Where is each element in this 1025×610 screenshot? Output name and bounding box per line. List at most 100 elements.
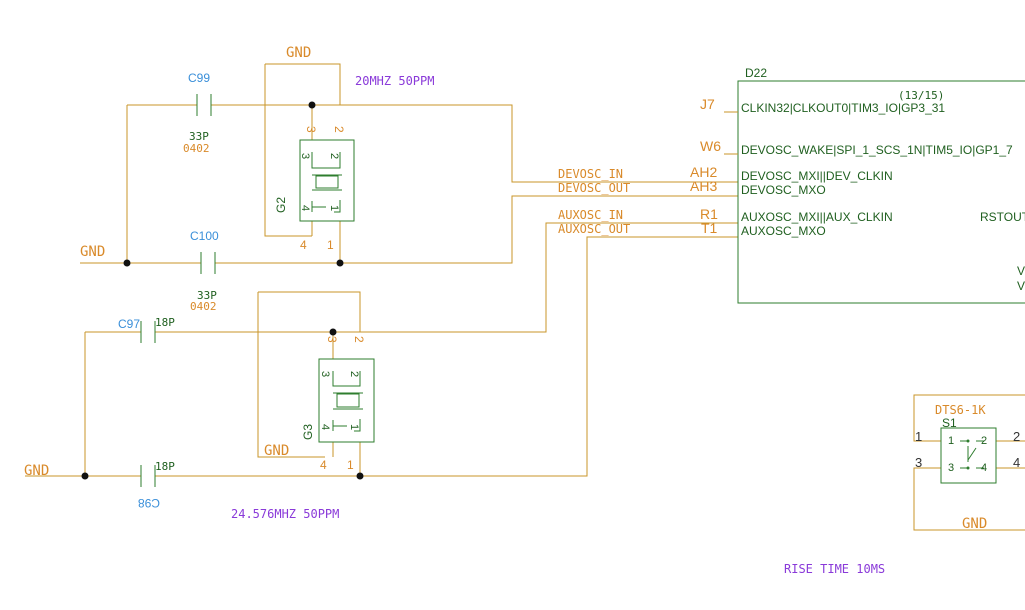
auxosc-circuit: C97 18P 18P C98 GND GND 24.576MHZ 50PPM … <box>24 208 738 521</box>
devosc-out-wire <box>80 195 738 264</box>
auxosc-out-wire <box>25 236 738 477</box>
switch-s1: DTS6-1K S1 1 2 3 4 1 2 3 4 GND <box>913 394 1025 532</box>
c97-capacitor <box>140 321 156 343</box>
ic-refdes: D22 <box>745 66 767 80</box>
g2-crystal <box>299 139 355 222</box>
switch-part-number: DTS6-1K <box>935 403 986 417</box>
g3-refdes: G3 <box>301 424 315 440</box>
g2-pin-1-inner: 1 <box>328 205 340 211</box>
net-label-auxosc-out: AUXOSC_OUT <box>558 222 630 236</box>
junction-dot <box>336 259 344 267</box>
ic-pin-name: CLKIN32|CLKOUT0|TIM3_IO|GP3_31 <box>741 101 945 115</box>
junction-dot <box>308 101 316 109</box>
junction-dot <box>123 259 131 267</box>
g3-pin-2-inner: 2 <box>348 371 360 377</box>
devosc-in-wire <box>127 104 738 183</box>
g2-pin-3-inner: 3 <box>299 153 311 159</box>
switch-right-wires <box>996 440 1025 469</box>
ic-pin-number: J7 <box>700 96 715 112</box>
g2-refdes: G2 <box>274 197 288 213</box>
g3-pin-3-outer: 3 <box>325 336 339 343</box>
g3-pin-2-outer: 2 <box>352 336 366 343</box>
switch-pin-3-inner: 3 <box>948 462 954 474</box>
net-label-devosc-out: DEVOSC_OUT <box>558 181 630 195</box>
ic-pin-number: AH2 <box>690 164 717 180</box>
switch-body <box>940 427 997 484</box>
g2-pin-2-inner: 2 <box>328 153 340 159</box>
ic-pin-name: DEVOSC_WAKE|SPI_1_SCS_1N|TIM5_IO|GP1_7 <box>741 143 1013 157</box>
switch-pin-1-inner: 1 <box>948 435 954 447</box>
g3-pin-4-outer: 4 <box>320 458 327 472</box>
switch-pin-4-inner: 4 <box>981 462 987 474</box>
switch-pin-1-outer: 1 <box>915 429 922 444</box>
ic-pin-name: DEVOSC_MXO <box>741 183 826 197</box>
junction-dot <box>356 472 364 480</box>
switch-pin-2-inner: 2 <box>981 435 987 447</box>
ic-pin-name-v: V <box>1017 264 1025 278</box>
ic-d22-body <box>737 80 1025 304</box>
gnd-label-bottom: GND <box>24 463 49 479</box>
ic-pin-name-v: V <box>1017 279 1025 293</box>
gnd-label-top: GND <box>80 244 105 260</box>
c97-value: 18P <box>155 316 175 329</box>
c100-value: 33P <box>197 289 217 302</box>
c99-value: 33P <box>189 130 209 143</box>
ic-pin-name: AUXOSC_MXI||AUX_CLKIN <box>741 210 893 224</box>
g2-pin-1-outer: 1 <box>327 238 334 252</box>
g2-pin-2-outer: 2 <box>332 126 346 133</box>
switch-pin-4-outer: 4 <box>1013 455 1020 470</box>
ic-pin-number: AH3 <box>690 178 717 194</box>
junction-dot <box>81 472 89 480</box>
g3-gnd-box <box>257 291 361 458</box>
ic-unit: (13/15) <box>898 89 944 102</box>
g2-gnd-label: GND <box>286 45 311 61</box>
c99-capacitor <box>196 94 212 116</box>
c100-refdes: C100 <box>190 229 219 243</box>
ic-pin-name: DEVOSC_MXI||DEV_CLKIN <box>741 169 893 183</box>
net-label-auxosc-in: AUXOSC_IN <box>558 208 623 222</box>
c100-package: 0402 <box>190 300 217 313</box>
ic-pin-name: AUXOSC_MXO <box>741 224 826 238</box>
g2-gnd-box-left <box>264 64 312 237</box>
ic-pin-number: R1 <box>700 206 718 222</box>
switch-pin-3-outer: 3 <box>915 455 922 470</box>
g2-pin-4-outer: 4 <box>300 238 307 252</box>
g2-gnd-box-top <box>265 63 341 105</box>
junction-dot <box>329 328 337 336</box>
ic-pin-name-rstout: RSTOUT <box>980 210 1025 224</box>
ic-d22: D22 (13/15) J7 CLKIN32|CLKOUT0|TIM3_IO|G… <box>690 66 1025 304</box>
net-label-devosc-in: DEVOSC_IN <box>558 167 623 181</box>
g2-pin-4-inner: 4 <box>299 205 311 211</box>
c99-package: 0402 <box>183 142 210 155</box>
c97-refdes: C97 <box>118 317 140 331</box>
switch-contact-symbol <box>960 440 984 469</box>
g2-frequency-note: 20MHZ 50PPM <box>355 74 434 88</box>
c99-refdes: C99 <box>188 71 210 85</box>
c98-capacitor <box>140 465 156 487</box>
switch-pin-2-outer: 2 <box>1013 429 1020 444</box>
g2-pin-3-outer: 3 <box>304 126 318 133</box>
g3-pin-1-inner: 1 <box>348 424 360 430</box>
g3-pin-4-inner: 4 <box>319 424 331 430</box>
g3-gnd-label: GND <box>264 443 289 459</box>
g3-pin-3-inner: 3 <box>319 371 331 377</box>
ic-pin-number: W6 <box>700 138 721 154</box>
c100-capacitor <box>200 252 216 274</box>
auxosc-in-wire <box>85 222 738 333</box>
g3-frequency-note: 24.576MHZ 50PPM <box>231 507 339 521</box>
g3-lead-wires <box>332 332 361 476</box>
switch-box-top-wire <box>913 394 1025 442</box>
ic-pin-stubs <box>724 111 738 155</box>
devosc-circuit: GND 20MHZ 50PPM C99 33P 0402 C100 33P 04… <box>80 45 738 313</box>
g3-crystal <box>318 358 375 443</box>
c98-value: 18P <box>155 460 175 473</box>
g2-lead-wires <box>311 105 341 263</box>
rise-time-note: RISE TIME 10MS <box>784 562 885 576</box>
switch-refdes: S1 <box>942 416 957 430</box>
switch-gnd-label: GND <box>962 516 987 532</box>
switch-bottom-wire <box>913 467 1025 531</box>
g3-pin-1-outer: 1 <box>347 458 354 472</box>
c98-refdes: C98 <box>138 496 160 510</box>
ic-pin-number: T1 <box>701 220 718 236</box>
